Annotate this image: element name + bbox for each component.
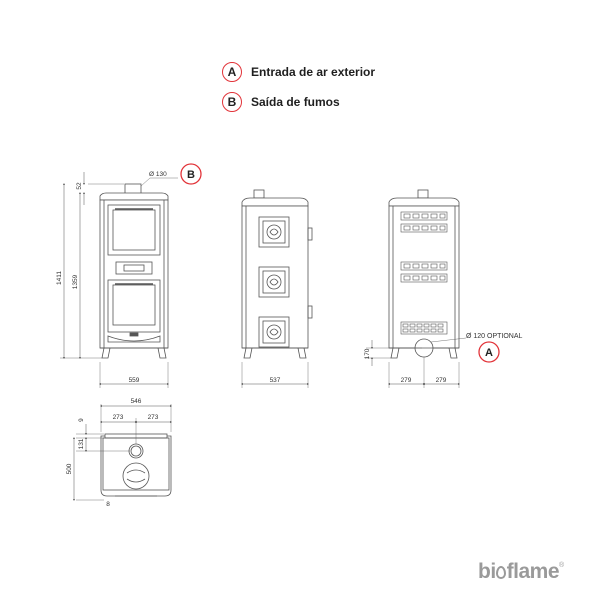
rear-view: [366, 189, 500, 388]
legend-item-a: A Entrada de ar exterior: [222, 62, 375, 82]
legend-badge-b: B: [222, 92, 242, 112]
dim-rear-right: 279: [436, 377, 447, 384]
dim-inlet-height: 170: [364, 348, 371, 359]
trademark-symbol: ®: [559, 562, 564, 569]
dim-front-width: 559: [129, 377, 140, 384]
dim-top-flue-depth: 131: [78, 438, 85, 449]
legend-text-b: Saída de fumos: [251, 95, 340, 109]
dim-top-half-right: 273: [148, 414, 159, 421]
brand-name-end: flame: [506, 560, 560, 583]
flame-icon: [496, 566, 507, 579]
dim-rear-left: 279: [401, 377, 412, 384]
dim-side-depth: 537: [270, 377, 281, 384]
front-view: [60, 163, 202, 388]
flue-key-badge: B: [187, 169, 195, 181]
dim-top-total-depth: 500: [66, 463, 73, 474]
dim-top-offset: 52: [76, 182, 83, 190]
dim-top-half-left: 273: [113, 414, 124, 421]
side-view: [241, 189, 313, 388]
dim-top-front-gap: 8: [106, 501, 110, 508]
top-view: [73, 404, 172, 501]
legend-item-b: B Saída de fumos: [222, 92, 340, 112]
legend-text-a: Entrada de ar exterior: [251, 65, 376, 79]
dim-top-overall-width: 546: [131, 398, 142, 405]
legend-badge-a: A: [222, 62, 242, 82]
dim-total-height: 1411: [56, 271, 63, 285]
dim-body-height: 1359: [72, 274, 79, 289]
brand-name-start: bi: [478, 560, 496, 583]
inlet-diameter-label: Ø 120 OPTIONAL: [466, 333, 523, 340]
inlet-key-badge: A: [485, 347, 493, 359]
dim-top-rear-gap: 9: [78, 418, 85, 422]
flue-diameter-label: Ø 130: [149, 171, 167, 178]
